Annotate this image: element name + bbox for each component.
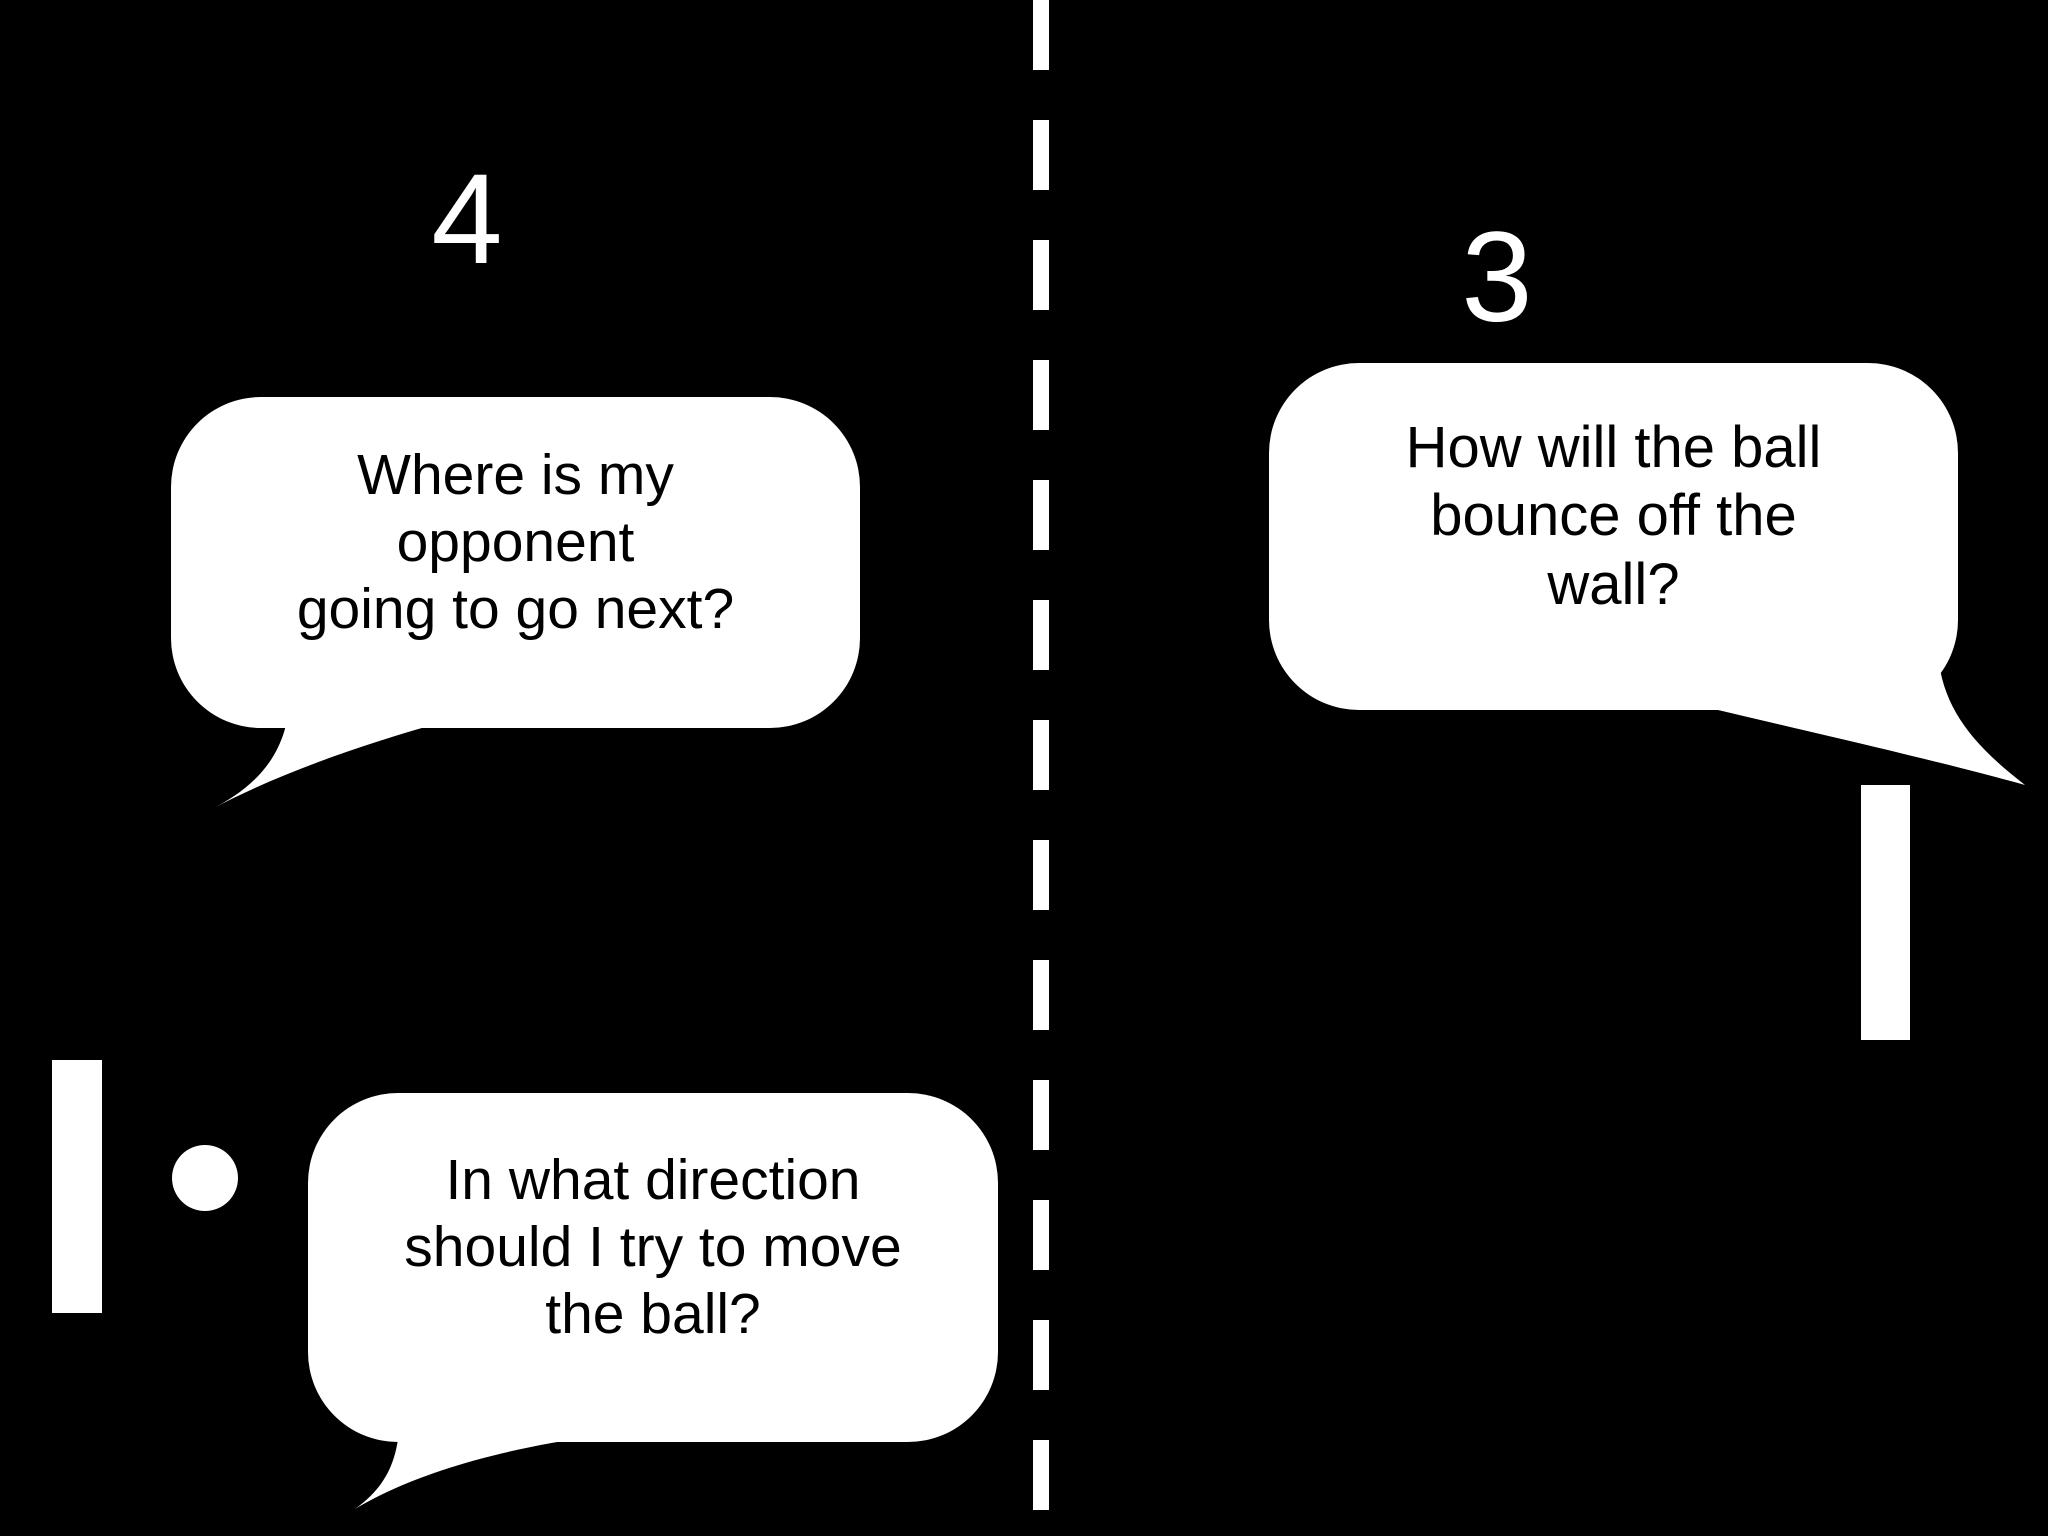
speech-bubble-ball-direction-question: In what direction should I try to move t… — [308, 1093, 998, 1442]
right-paddle — [1861, 785, 1910, 1040]
right-player-score: 3 — [1461, 206, 1533, 349]
left-paddle — [52, 1060, 102, 1313]
left-player-score: 4 — [431, 148, 503, 291]
ball — [172, 1145, 238, 1211]
speech-bubble-opponent-question: Where is my opponent going to go next? — [171, 397, 860, 728]
speech-bubble-wall-bounce-question: How will the ball bounce off the wall? — [1269, 363, 1958, 710]
center-net-line — [1033, 0, 1049, 1536]
